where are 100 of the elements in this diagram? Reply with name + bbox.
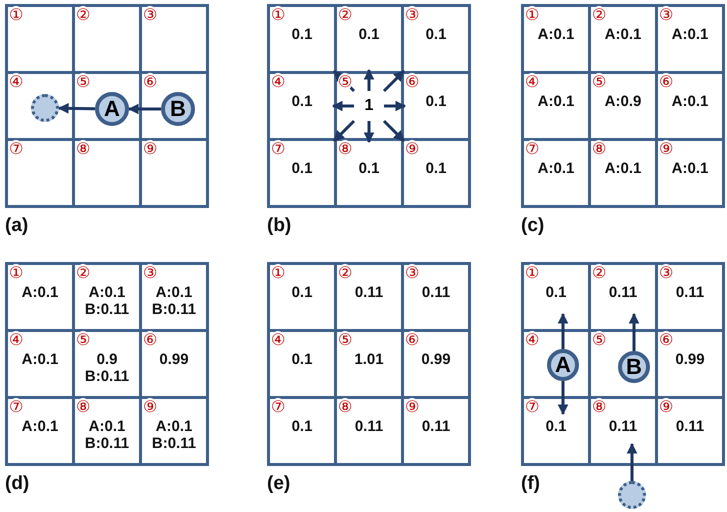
cell-value: A:0.1 [672, 93, 708, 110]
cell-value: 0.11 [608, 418, 638, 435]
cell-value: 0.1 [292, 284, 312, 301]
panel-label: (c) [521, 215, 544, 237]
letter-circle: A [95, 92, 129, 126]
grid-cell [655, 396, 725, 466]
cell-value: B:0.11 [84, 301, 130, 318]
cell-value: 0.11 [354, 418, 384, 435]
grid-cell [72, 138, 142, 208]
cell-value: 0.1 [546, 284, 566, 301]
arrow [333, 120, 356, 142]
cell-value: 0.1 [292, 160, 312, 177]
grid-cell [139, 138, 209, 208]
cell-value: A:0.1 [22, 284, 58, 301]
grid-cell [401, 396, 471, 466]
arrow [58, 102, 96, 114]
grid-cell [5, 396, 75, 466]
grid-cell [655, 138, 725, 208]
cell-value: 0.1 [426, 93, 446, 110]
grid-cell [139, 396, 209, 466]
arrow [628, 312, 640, 351]
cell-value: A:0.9 [604, 93, 642, 110]
grid-cell [5, 262, 75, 332]
cell-value: 1.01 [354, 351, 384, 368]
grid-cell [334, 396, 404, 466]
cell-value: 0.1 [358, 160, 380, 177]
grid-cell [267, 262, 337, 332]
letter-circle: B [161, 92, 195, 126]
panel-label: (b) [267, 215, 292, 237]
arrow [382, 70, 405, 92]
cell-value: B:0.11 [84, 435, 130, 452]
cell-value: A:0.1 [538, 160, 574, 177]
arrow [364, 68, 374, 91]
arrow [558, 381, 568, 416]
cell-value: B:0.11 [152, 301, 196, 318]
grid-cell [655, 262, 725, 332]
grid-cell [5, 138, 75, 208]
cell-value: A:0.1 [538, 93, 574, 110]
arrow [333, 70, 356, 92]
cell-value: 0.11 [676, 418, 704, 435]
cell-value: A:0.1 [88, 284, 126, 301]
cell-value: 0.99 [421, 351, 451, 368]
grid-cell [401, 4, 471, 74]
arrow [364, 121, 374, 144]
cell-value: A:0.1 [672, 160, 708, 177]
panel-label: (e) [267, 473, 290, 495]
grid-cell [655, 4, 725, 74]
letter-circle: A [547, 349, 579, 381]
grid-cell [521, 4, 591, 74]
cell-value: A:0.1 [604, 160, 642, 177]
cell-value: 0.11 [608, 284, 638, 301]
grid-cell [588, 396, 658, 466]
arrow [384, 100, 406, 112]
grid-cell [139, 262, 209, 332]
grid-cell [139, 4, 209, 74]
arrow [382, 120, 405, 142]
grid-cell [267, 138, 337, 208]
grid-cell [521, 396, 591, 466]
grid-cell [267, 396, 337, 466]
cell-value: 0.1 [292, 93, 312, 110]
grid-cell [521, 138, 591, 208]
grid-cell [334, 138, 404, 208]
dotted-circle [31, 94, 59, 122]
cell-value: 0.11 [422, 418, 450, 435]
letter-circle: B [618, 351, 650, 383]
cell-value: 0.1 [426, 160, 446, 177]
panel-label: (f) [521, 473, 540, 495]
cell-value: 0.1 [546, 418, 566, 435]
grid-cell [521, 262, 591, 332]
grid-cell [401, 262, 471, 332]
cell-value: 0.1 [358, 26, 380, 43]
cell-value: A:0.1 [156, 284, 192, 301]
dotted-circle [618, 481, 646, 509]
grid-cell [401, 138, 471, 208]
arrow [332, 100, 354, 112]
grid-cell [588, 138, 658, 208]
cell-value: 0.1 [426, 26, 446, 43]
cell-value: A:0.1 [538, 26, 574, 43]
cell-value: 0.99 [675, 351, 705, 368]
cell-value: 0.11 [422, 284, 450, 301]
arrow [626, 442, 638, 481]
panel-label: (a) [5, 215, 28, 237]
grid-cell [267, 4, 337, 74]
cell-value: 0.1 [292, 351, 312, 368]
cell-value: A:0.1 [88, 418, 126, 435]
arrow [558, 312, 568, 349]
cell-value: A:0.1 [22, 418, 58, 435]
arrow [128, 104, 161, 114]
cell-value: 0.1 [292, 26, 312, 43]
panel-label: (d) [5, 473, 30, 495]
grid-cell [5, 4, 75, 74]
cell-value: 0.11 [354, 284, 384, 301]
cell-value: B:0.11 [152, 435, 196, 452]
cell-value: 0.11 [676, 284, 704, 301]
cell-value: A:0.1 [672, 26, 708, 43]
cell-value: 0.9 [96, 351, 118, 368]
cell-number: ⑤ [338, 73, 352, 91]
grid-cell [72, 396, 142, 466]
cell-value: A:0.1 [22, 351, 58, 368]
cell-value: 0.99 [159, 351, 189, 368]
